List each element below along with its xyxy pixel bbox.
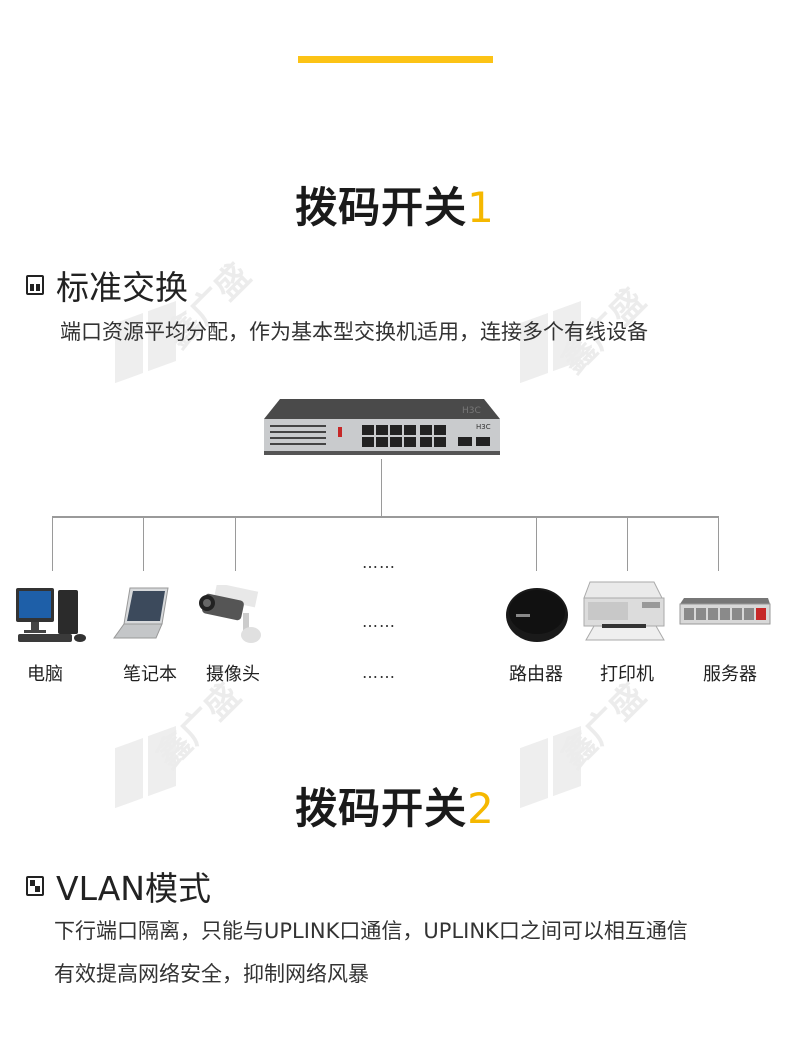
device-label: 摄像头 [206, 664, 260, 685]
watermark-logo: 鑫广盛 [515, 225, 695, 409]
trunk-line [381, 459, 382, 517]
security-camera-icon [195, 583, 265, 651]
branch-line [235, 516, 236, 571]
section2-description-line2: 有效提高网络安全，抑制网络风暴 [54, 962, 369, 986]
section1-title-text: 拨码开关 [295, 183, 468, 232]
section1-heading: 标准交换 [26, 261, 188, 309]
watermark-logo: 鑫广盛 [110, 640, 270, 824]
laptop-icon [112, 586, 170, 646]
section1-description: 端口资源平均分配，作为基本型交换机适用，连接多个有线设备 [60, 320, 648, 344]
branch-line [718, 516, 719, 571]
watermark-text: 鑫广盛 [148, 676, 248, 776]
section2-heading: VLAN模式 [26, 862, 211, 910]
printer-icon [582, 580, 674, 652]
section2-title-number: 2 [467, 784, 495, 833]
branch-line [143, 516, 144, 571]
ellipsis: …… [362, 612, 396, 631]
accent-bar [298, 56, 493, 63]
branch-line [52, 516, 53, 571]
ellipsis: …… [362, 663, 396, 682]
section1-title-number: 1 [467, 183, 495, 232]
section2-title-text: 拨码开关 [295, 784, 468, 833]
switch-brand-front: H3C [476, 423, 491, 431]
network-switch-image: H3C H3C [262, 397, 502, 463]
desktop-computer-icon [14, 586, 90, 648]
section2-title: 拨码开关2 [0, 775, 790, 836]
watermark-logo: 鑫广盛 [110, 230, 270, 404]
watermark-text: 鑫广盛 [553, 676, 653, 776]
router-icon [504, 586, 570, 648]
bus-line [52, 516, 719, 518]
device-label: 路由器 [509, 664, 563, 685]
device-label: 打印机 [600, 664, 654, 685]
watermark-logo: 鑫广盛 [515, 640, 695, 824]
section1-title: 拨码开关1 [0, 174, 790, 235]
vlan-mode-icon [26, 876, 44, 896]
switch-mode-icon [26, 275, 44, 295]
switch-brand-top: H3C [462, 406, 481, 416]
server-icon [676, 596, 772, 632]
device-label: 服务器 [703, 664, 757, 685]
branch-line [627, 516, 628, 571]
device-label: 笔记本 [123, 664, 177, 685]
section2-description-line1: 下行端口隔离，只能与UPLINK口通信，UPLINK口之间可以相互通信 [54, 919, 688, 943]
ellipsis: …… [362, 553, 396, 572]
section1-heading-text: 标准交换 [56, 268, 188, 307]
device-label: 电脑 [27, 664, 63, 685]
section2-heading-text: VLAN模式 [56, 869, 211, 908]
branch-line [536, 516, 537, 571]
